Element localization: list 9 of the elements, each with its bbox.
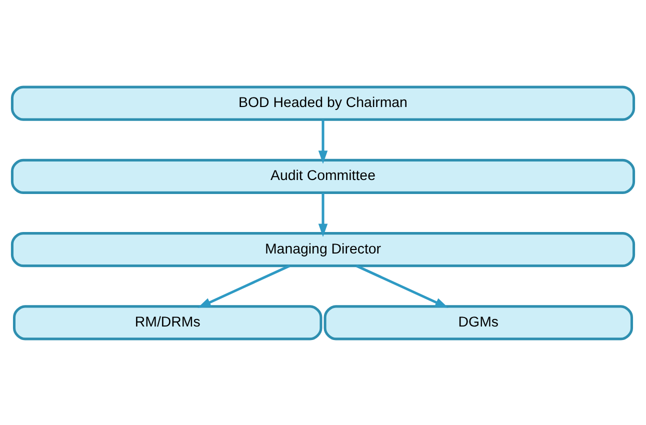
node-box: DGMs bbox=[324, 304, 634, 340]
node-box: RM/DRMs bbox=[12, 304, 322, 340]
node-box: Audit Committee bbox=[10, 158, 636, 194]
node-box: BOD Headed by Chairman bbox=[10, 85, 636, 120]
arrow bbox=[198, 264, 290, 308]
arrow bbox=[318, 119, 328, 164]
node-box: Managing Director bbox=[10, 232, 636, 267]
arrow bbox=[318, 192, 328, 236]
arrow bbox=[356, 264, 448, 308]
